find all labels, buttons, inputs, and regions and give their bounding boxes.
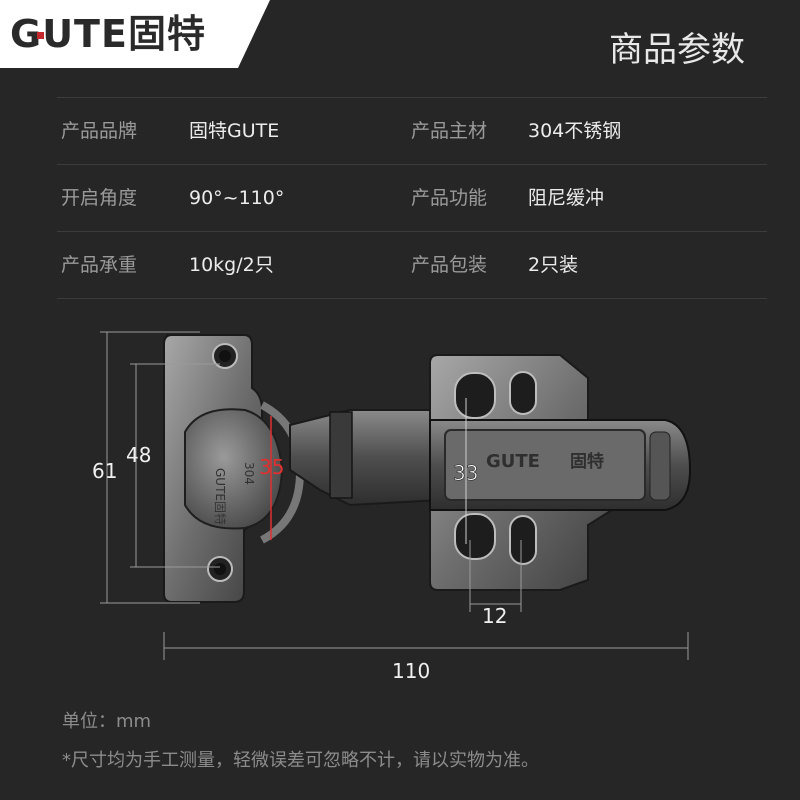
spec-value: 固特GUTE (189, 120, 280, 142)
spec-value: 10kg/2只 (189, 254, 274, 276)
arm-brand-mark: GUTE (486, 451, 540, 472)
spec-label: 产品主材 (411, 120, 488, 142)
dimension-48: 48 (126, 443, 151, 467)
measurement-note: *尺寸均为手工测量，轻微误差可忽略不计，请以实物为准。 (62, 750, 539, 771)
page-title: 商品参数 (609, 30, 745, 70)
spec-label: 产品功能 (411, 187, 488, 209)
logo-rest: UTE (42, 12, 128, 56)
cup-brand-mark: GUTE固特 (213, 468, 228, 525)
spec-label: 产品品牌 (61, 120, 138, 142)
logo-red-square (37, 32, 44, 39)
logo-latin: GUTE (10, 12, 128, 56)
dimension-35: 35 (259, 455, 284, 479)
spec-table: 产品品牌 固特GUTE 产品主材 304不锈钢 开启角度 90°~110° 产品… (57, 97, 767, 299)
spec-value: 304不锈钢 (528, 120, 622, 142)
spec-row: 产品品牌 固特GUTE 产品主材 304不锈钢 (57, 98, 767, 165)
hinge-arm-cover: GUTE 固特 (429, 419, 692, 511)
spec-value: 2只装 (528, 254, 579, 276)
spec-label: 开启角度 (61, 187, 138, 209)
dimension-33: 33 (453, 461, 478, 485)
logo-background (0, 0, 270, 68)
hinge-diagram: GUTE固特 304 GUTE 固特 61 (92, 331, 692, 683)
unit-note: 单位：mm (62, 711, 152, 732)
logo-text: GUTE固特 (10, 10, 206, 58)
hinge-cup-plate: GUTE固特 304 (163, 334, 305, 603)
brand-logo: GUTE固特 (0, 0, 270, 68)
dimension-61: 61 (92, 459, 117, 483)
spec-row: 产品承重 10kg/2只 产品包装 2只装 (57, 232, 767, 299)
logo-initial: G (10, 12, 43, 56)
hinge-arm (289, 409, 441, 507)
spec-value: 90°~110° (189, 187, 285, 209)
arm-cn-mark: 固特 (570, 451, 604, 472)
dimension-12: 12 (482, 604, 507, 628)
cup-material-mark: 304 (242, 462, 256, 485)
spec-label: 产品包装 (411, 254, 488, 276)
dimension-lines (100, 331, 689, 660)
dimension-110: 110 (392, 659, 430, 683)
logo-cn: 固特 (127, 12, 206, 56)
spec-value: 阻尼缓冲 (528, 187, 605, 209)
spec-label: 产品承重 (61, 254, 138, 276)
spec-row: 开启角度 90°~110° 产品功能 阻尼缓冲 (57, 165, 767, 232)
